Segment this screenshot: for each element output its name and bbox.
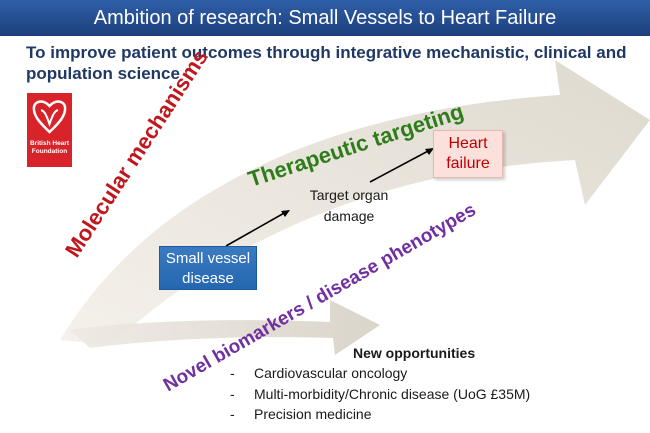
list-item: -Multi-morbidity/Chronic disease (UoG £3… [230,385,531,402]
bhf-logo: British Heart Foundation [27,93,72,167]
opportunities-title: New opportunities [353,345,476,361]
arrowhead-hf [425,148,434,155]
node-heart-failure: Heart failure [433,130,503,178]
list-item-text: Cardiovascular oncology [254,365,408,381]
page-title: Ambition of research: Small Vessels to H… [0,0,650,36]
list-item-text: Precision medicine [254,406,372,422]
subtitle: To improve patient outcomes through inte… [26,43,627,83]
arrow-target-to-hf [369,149,431,183]
list-item: -Cardiovascular oncology [230,365,408,381]
lower-arrow [70,300,380,355]
new-opportunities: New opportunities -Cardiovascular oncolo… [230,343,640,425]
node-small-vessel-disease: Small vessel disease [159,246,257,290]
list-item: -Precision medicine [230,406,372,422]
heart-icon [32,100,67,134]
arrowhead-target [281,210,290,217]
arrow-svd-to-target [225,211,287,247]
list-item-text: Multi-morbidity/Chronic disease (UoG £35… [254,385,531,402]
logo-text: British Heart Foundation [29,140,69,155]
node-target-organ-damage: Target organ damage [309,187,389,224]
